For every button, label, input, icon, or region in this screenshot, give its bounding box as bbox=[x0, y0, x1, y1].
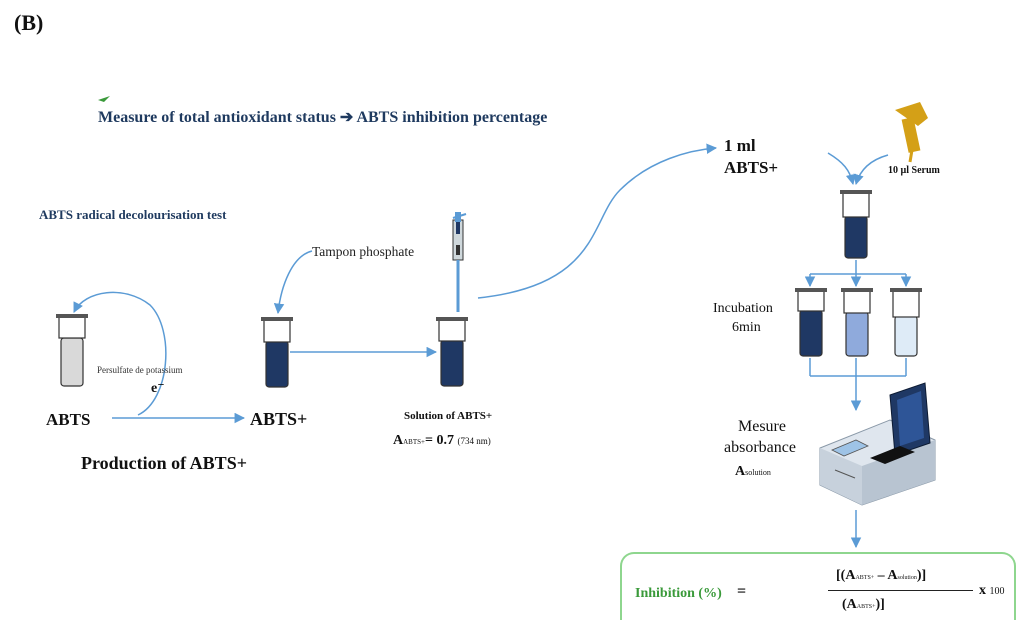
panel-label: (B) bbox=[14, 10, 44, 35]
electron-label: e⁻ bbox=[151, 381, 165, 396]
measure-label: Mesure bbox=[738, 418, 786, 435]
volume-label: 1 ml bbox=[724, 136, 756, 155]
measure-label-2: absorbance bbox=[724, 439, 796, 456]
pipette-icon bbox=[452, 212, 467, 312]
incubation-label: Incubation bbox=[713, 301, 773, 316]
tube-solution bbox=[436, 317, 468, 387]
formula-box bbox=[620, 552, 1016, 620]
inhibition-label: Inhibition (%) bbox=[635, 586, 722, 601]
tube-abts-plus bbox=[261, 317, 293, 388]
formula-numerator: [(AABTS+ – Asolution)] bbox=[836, 568, 927, 583]
incubation-time: 6min bbox=[732, 320, 761, 335]
serum-pipette-icon bbox=[895, 102, 928, 163]
tube-incubation-medium bbox=[841, 288, 873, 357]
abts-plus-label: ABTS+ bbox=[250, 409, 308, 429]
flag-icon bbox=[98, 96, 110, 102]
tube-incubation-dark bbox=[795, 288, 827, 357]
tube-incubation-light bbox=[890, 288, 922, 357]
formula-equals: = bbox=[737, 583, 747, 600]
test-title: ABTS radical decolourisation test bbox=[39, 207, 227, 222]
measure-symbol: Asolution bbox=[735, 464, 771, 479]
abts-label: ABTS bbox=[46, 410, 91, 429]
tube-reaction bbox=[840, 190, 872, 259]
serum-label: 10 µl Serum bbox=[888, 165, 940, 176]
production-label: Production of ABTS+ bbox=[81, 453, 247, 473]
tampon-label: Tampon phosphate bbox=[312, 244, 415, 259]
spectrophotometer-icon bbox=[819, 382, 936, 506]
absorbance-value: AABTS+= 0.7 (734 nm) bbox=[393, 433, 491, 448]
solution-label: Solution of ABTS+ bbox=[404, 410, 493, 422]
headline: Measure of total antioxidant status ➔ AB… bbox=[98, 109, 548, 126]
volume-reagent-label: ABTS+ bbox=[724, 158, 779, 177]
fraction-bar bbox=[828, 590, 973, 591]
tube-abts bbox=[56, 314, 88, 387]
formula-denominator: (AABTS+)] bbox=[842, 597, 885, 612]
formula-multiplier: x 100 bbox=[979, 583, 1005, 598]
persulfate-label: Persulfate de potassium bbox=[97, 365, 183, 375]
